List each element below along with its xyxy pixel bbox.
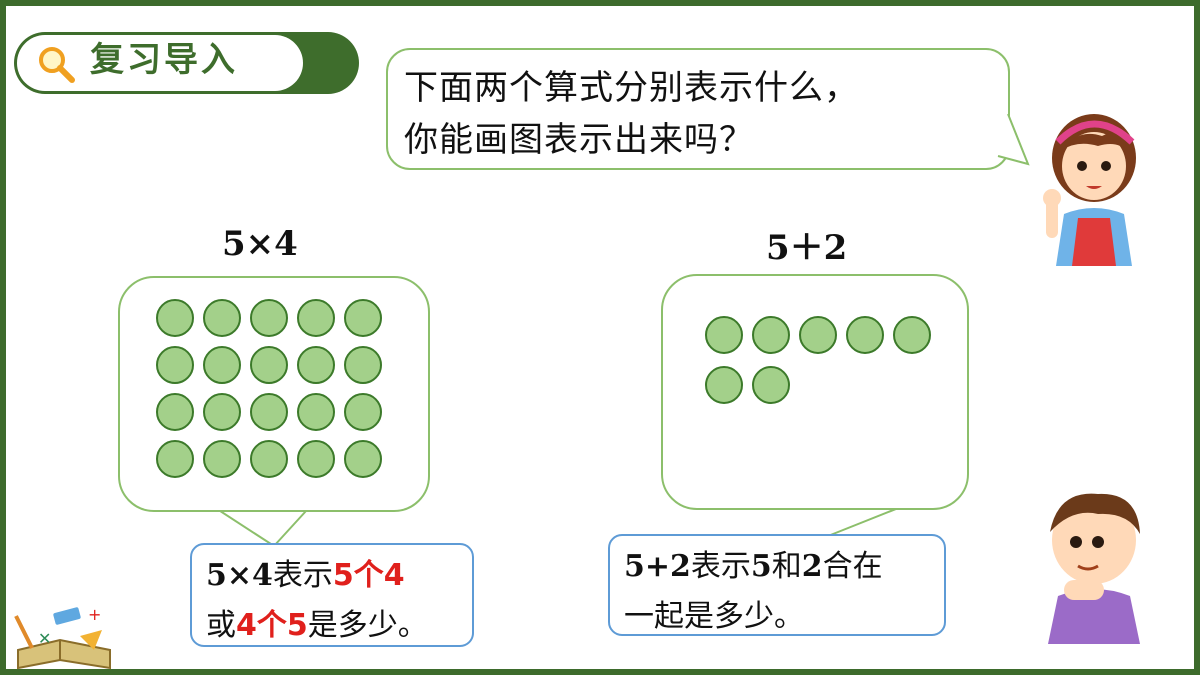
section-tag-label: 复习导入 [90, 40, 238, 80]
note-expression: 5+2 [624, 549, 691, 584]
note-highlight: 4个5 [236, 608, 308, 643]
add-dot [705, 316, 743, 354]
multiply-dot [344, 393, 382, 431]
multiply-dot [297, 393, 335, 431]
multiply-dot [344, 440, 382, 478]
multiply-dot [203, 299, 241, 337]
section-tag-inner [17, 35, 303, 91]
question-line-2: 你能画图表示出来吗？ [404, 120, 754, 160]
multiply-dot [250, 440, 288, 478]
note-expression: 5×4 [206, 558, 273, 593]
note-text: 或 [206, 608, 236, 643]
multiply-dot [156, 299, 194, 337]
expression-add: 5＋2 [766, 228, 848, 268]
multiply-dot [250, 299, 288, 337]
svg-text:+: + [88, 605, 101, 624]
svg-text:✕: ✕ [38, 629, 51, 648]
expression-multiply: 5×4 [222, 224, 298, 264]
question-line-1: 下面两个算式分别表示什么， [404, 68, 859, 108]
multiply-dot [297, 299, 335, 337]
add-dot [799, 316, 837, 354]
multiply-dot [156, 346, 194, 384]
multiply-dot [344, 299, 382, 337]
multiply-dot [156, 393, 194, 431]
multiply-explanation: 5×4表示5个4 或4个5是多少。 [190, 543, 474, 647]
note-text: 表示 [690, 549, 751, 584]
multiply-explanation-line-2: 或4个5是多少。 [206, 601, 458, 651]
section-tag: 复习导入 [14, 32, 359, 94]
add-dot [846, 316, 884, 354]
add-dot [752, 366, 790, 404]
note-text: 表示 [272, 558, 333, 593]
multiply-dot [203, 440, 241, 478]
multiply-dot [203, 393, 241, 431]
note-text: 和 [771, 549, 802, 584]
note-text: 合在 [822, 549, 883, 584]
multiply-dot [250, 393, 288, 431]
multiply-dot [297, 440, 335, 478]
add-dot [705, 366, 743, 404]
boy-thinking-illustration [1048, 493, 1140, 644]
add-dot [893, 316, 931, 354]
question-bubble [386, 48, 1010, 170]
add-explanation-line-1: 5+2表示5和2合在 [624, 542, 930, 592]
add-explanation-line-2: 一起是多少。 [624, 599, 804, 634]
girl-thinking-illustration [1043, 114, 1136, 266]
note-number: 2 [801, 549, 823, 584]
multiply-dot [156, 440, 194, 478]
multiply-explanation-line-1: 5×4表示5个4 [206, 551, 458, 601]
math-books-illustration: ✕ + [14, 605, 111, 670]
multiply-dot [250, 346, 288, 384]
note-number: 5 [750, 549, 772, 584]
note-text: 是多少。 [307, 608, 428, 643]
magnifier-icon [39, 47, 75, 83]
multiply-dot [344, 346, 382, 384]
multiply-dot [203, 346, 241, 384]
add-dot [752, 316, 790, 354]
note-highlight: 5个4 [332, 558, 405, 593]
multiply-dot [297, 346, 335, 384]
add-explanation: 5+2表示5和2合在 一起是多少。 [608, 534, 946, 636]
left-note-tail [213, 506, 307, 548]
question-text: 下面两个算式分别表示什么， 你能画图表示出来吗？ [404, 62, 1004, 166]
